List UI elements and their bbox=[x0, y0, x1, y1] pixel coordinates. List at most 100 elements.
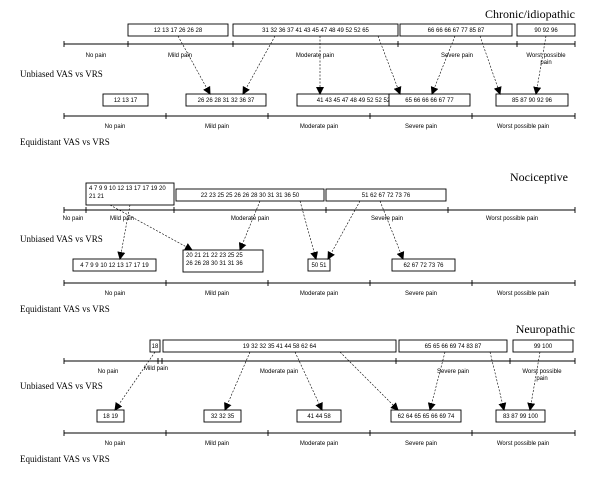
category-label: Mild pain bbox=[168, 53, 192, 59]
equidistant-caption: Equidistant VAS vs VRS bbox=[20, 454, 110, 464]
mapping-arrow bbox=[527, 351, 541, 411]
top-box-text: 66 66 66 67 77 85 87 bbox=[428, 28, 485, 34]
category-label: Moderate pain bbox=[300, 124, 338, 130]
bottom-box: 62 67 72 73 76 bbox=[391, 258, 456, 272]
bottom-box-frame bbox=[391, 258, 456, 272]
mapping-arrow bbox=[114, 351, 156, 411]
equidistant-caption: Equidistant VAS vs VRS bbox=[20, 304, 110, 314]
mapping-arrow bbox=[177, 35, 211, 95]
top-box-text: 19 32 32 35 41 44 58 62 64 bbox=[243, 344, 317, 350]
bottom-box-frame bbox=[203, 409, 242, 423]
category-label: No pain bbox=[63, 216, 84, 222]
bottom-box-frame bbox=[307, 258, 331, 272]
category-label: Moderate pain bbox=[260, 369, 298, 375]
bottom-box: 65 66 66 66 67 77 bbox=[388, 93, 471, 107]
category-label: Worst possible bbox=[522, 369, 562, 375]
top-box-text: 99 100 bbox=[534, 344, 553, 350]
bottom-box: 32 32 35 bbox=[203, 409, 242, 423]
bottom-box-text: 18 19 bbox=[103, 414, 119, 420]
bottom-box-text: 62 67 72 73 76 bbox=[403, 263, 444, 269]
bottom-box-text: 32 32 35 bbox=[211, 414, 235, 420]
top-box: 66 66 66 67 77 85 87 bbox=[399, 23, 513, 37]
category-label: Severe pain bbox=[441, 53, 473, 59]
category-label: Worst possible pain bbox=[497, 441, 549, 447]
top-box-text: 21 21 bbox=[89, 194, 105, 200]
bottom-box-text: 26 26 28 30 31 31 36 bbox=[186, 261, 243, 267]
top-box-frame bbox=[162, 339, 397, 353]
bottom-box-frame bbox=[72, 258, 157, 272]
category-label: Severe pain bbox=[405, 441, 437, 447]
mapping-arrow bbox=[479, 35, 502, 95]
unbiased-caption: Unbiased VAS vs VRS bbox=[20, 69, 103, 79]
bottom-box-text: 41 43 45 47 48 49 52 52 52 bbox=[317, 98, 391, 104]
category-label: Worst possible bbox=[526, 53, 566, 59]
category-label: Severe pain bbox=[405, 124, 437, 130]
category-label: Worst possible pain bbox=[497, 291, 549, 297]
top-box-text: 18 bbox=[152, 344, 159, 350]
equidistant-caption: Equidistant VAS vs VRS bbox=[20, 137, 110, 147]
category-label: pain bbox=[540, 60, 551, 66]
mapping-arrow bbox=[339, 351, 399, 411]
bottom-box-frame bbox=[102, 93, 149, 107]
top-box-text: 4 7 9 9 10 12 13 17 17 19 20 bbox=[89, 186, 166, 192]
top-box: 22 23 25 25 26 26 28 30 31 31 36 50 bbox=[175, 188, 325, 202]
equidistant-scale bbox=[63, 113, 576, 119]
bottom-box: 85 87 90 92 96 bbox=[495, 93, 569, 107]
category-label: Moderate pain bbox=[231, 216, 269, 222]
mapping-arrow bbox=[427, 351, 446, 411]
bottom-box: 18 19 bbox=[96, 409, 125, 423]
unbiased-caption: Unbiased VAS vs VRS bbox=[20, 234, 103, 244]
top-box-text: 22 23 25 25 26 26 28 30 31 31 36 50 bbox=[201, 193, 300, 199]
mapping-arrow bbox=[430, 35, 456, 95]
mapping-arrow bbox=[238, 200, 261, 251]
bottom-box-text: 62 64 65 65 66 69 74 bbox=[398, 414, 455, 420]
bottom-box-text: 85 87 90 92 96 bbox=[512, 98, 553, 104]
unbiased-scale bbox=[63, 41, 576, 47]
bottom-box-text: 50 51 bbox=[311, 263, 327, 269]
category-label: pain bbox=[536, 376, 547, 382]
category-label: No pain bbox=[86, 53, 107, 59]
top-box-frame bbox=[175, 188, 325, 202]
top-box-frame bbox=[232, 23, 399, 37]
top-box: 90 92 96 bbox=[516, 23, 576, 37]
bottom-box: 62 64 65 65 66 69 74 bbox=[390, 409, 462, 423]
top-box-text: 31 32 36 37 41 43 45 47 48 49 52 52 65 bbox=[262, 28, 369, 34]
unbiased-scale bbox=[63, 207, 576, 213]
mapping-arrow bbox=[224, 351, 251, 411]
top-box: 19 32 32 35 41 44 58 62 64 bbox=[162, 339, 397, 353]
category-label: Worst possible pain bbox=[497, 124, 549, 130]
category-label: Moderate pain bbox=[300, 291, 338, 297]
bottom-box: 20 21 21 22 23 25 25 26 26 28 30 31 31 36 bbox=[182, 249, 264, 273]
mapping-arrow bbox=[533, 35, 547, 95]
category-label: No pain bbox=[105, 441, 126, 447]
panel-title: Chronic/idiopathic bbox=[485, 7, 575, 21]
mapping-arrow bbox=[327, 200, 361, 260]
bottom-box-frame bbox=[388, 93, 471, 107]
bottom-box-frame bbox=[390, 409, 462, 423]
bottom-box-text: 20 21 21 22 23 25 25 bbox=[186, 253, 243, 259]
unbiased-caption: Unbiased VAS vs VRS bbox=[20, 381, 103, 391]
bottom-box-frame bbox=[96, 409, 125, 423]
mapping-arrow bbox=[109, 204, 193, 251]
mapping-arrow bbox=[294, 351, 323, 411]
top-box: 51 62 67 72 73 76 bbox=[325, 188, 447, 202]
top-box: 31 32 36 37 41 43 45 47 48 49 52 52 65 bbox=[232, 23, 399, 37]
panel-title: Neuropathic bbox=[516, 322, 575, 336]
category-label: Moderate pain bbox=[300, 441, 338, 447]
bottom-box: 12 13 17 bbox=[102, 93, 149, 107]
category-label: No pain bbox=[105, 291, 126, 297]
bottom-box-text: 83 87 99 100 bbox=[503, 414, 539, 420]
bottom-box-frame bbox=[495, 409, 546, 423]
category-label: Mild pain bbox=[205, 441, 229, 447]
category-label: Moderate pain bbox=[296, 53, 334, 59]
category-label: Mild pain bbox=[110, 216, 134, 222]
top-box-text: 65 65 66 69 74 83 87 bbox=[425, 344, 482, 350]
top-box: 65 65 66 69 74 83 87 bbox=[398, 339, 508, 353]
bottom-box: 83 87 99 100 bbox=[495, 409, 546, 423]
bottom-box-text: 4 7 9 9 10 12 13 17 17 19 bbox=[80, 263, 149, 269]
mapping-arrow bbox=[299, 200, 318, 260]
bottom-box: 50 51 bbox=[307, 258, 331, 272]
top-box-frame bbox=[325, 188, 447, 202]
unbiased-scale bbox=[63, 358, 576, 364]
